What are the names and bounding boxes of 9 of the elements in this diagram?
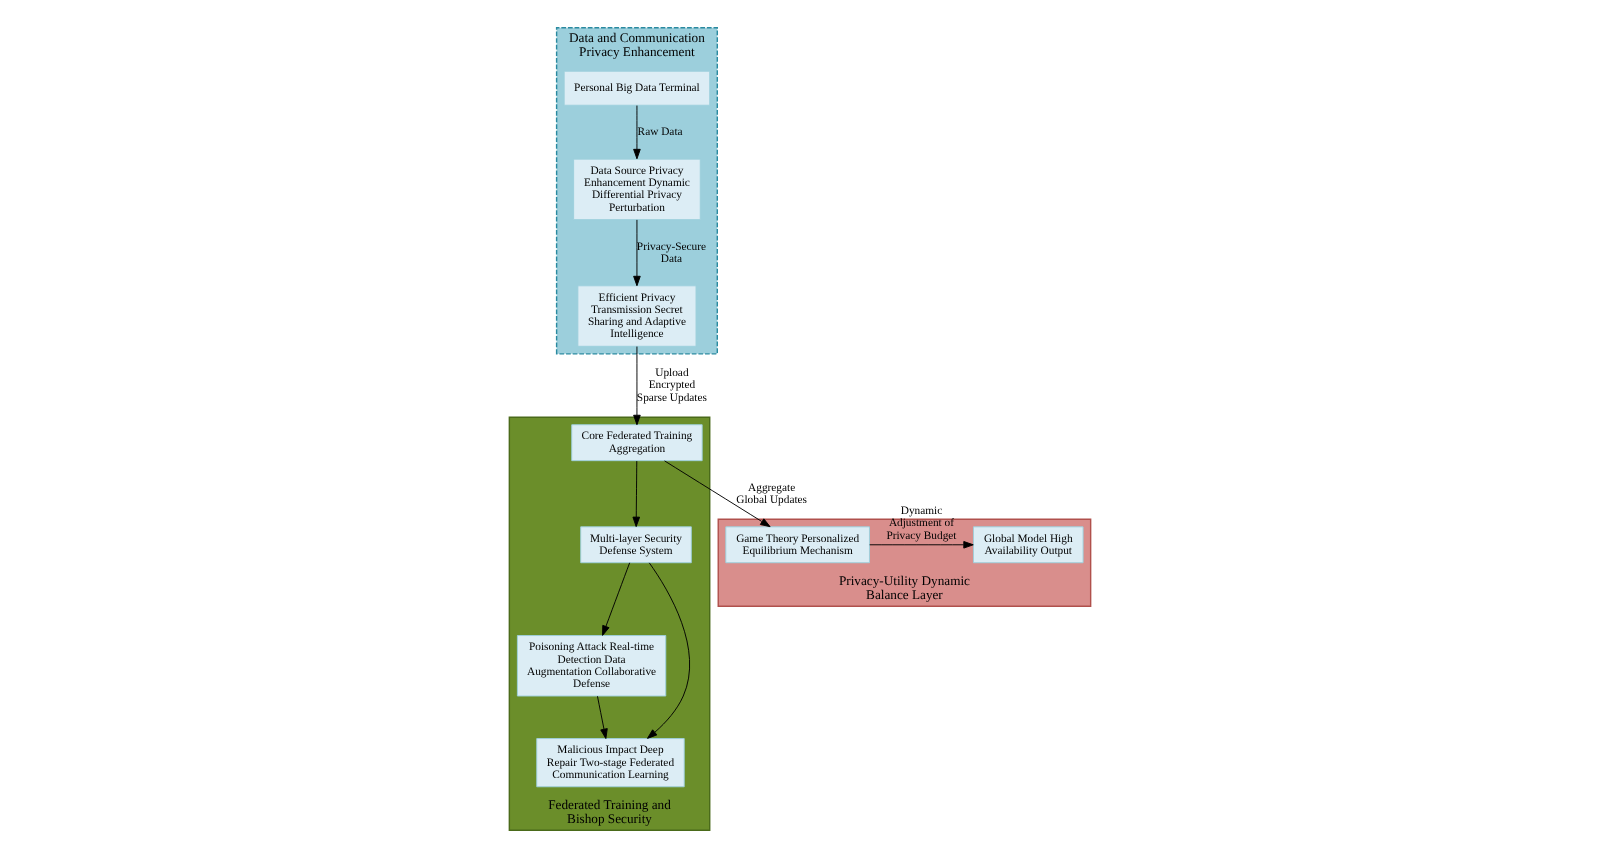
arrow [869, 541, 974, 549]
arrow [633, 219, 641, 287]
arrow [597, 695, 608, 739]
arrow [633, 105, 641, 160]
arrow [664, 460, 771, 528]
arrow [602, 562, 631, 636]
arrow [632, 460, 641, 528]
arrow [633, 346, 641, 426]
arrow [647, 562, 690, 739]
